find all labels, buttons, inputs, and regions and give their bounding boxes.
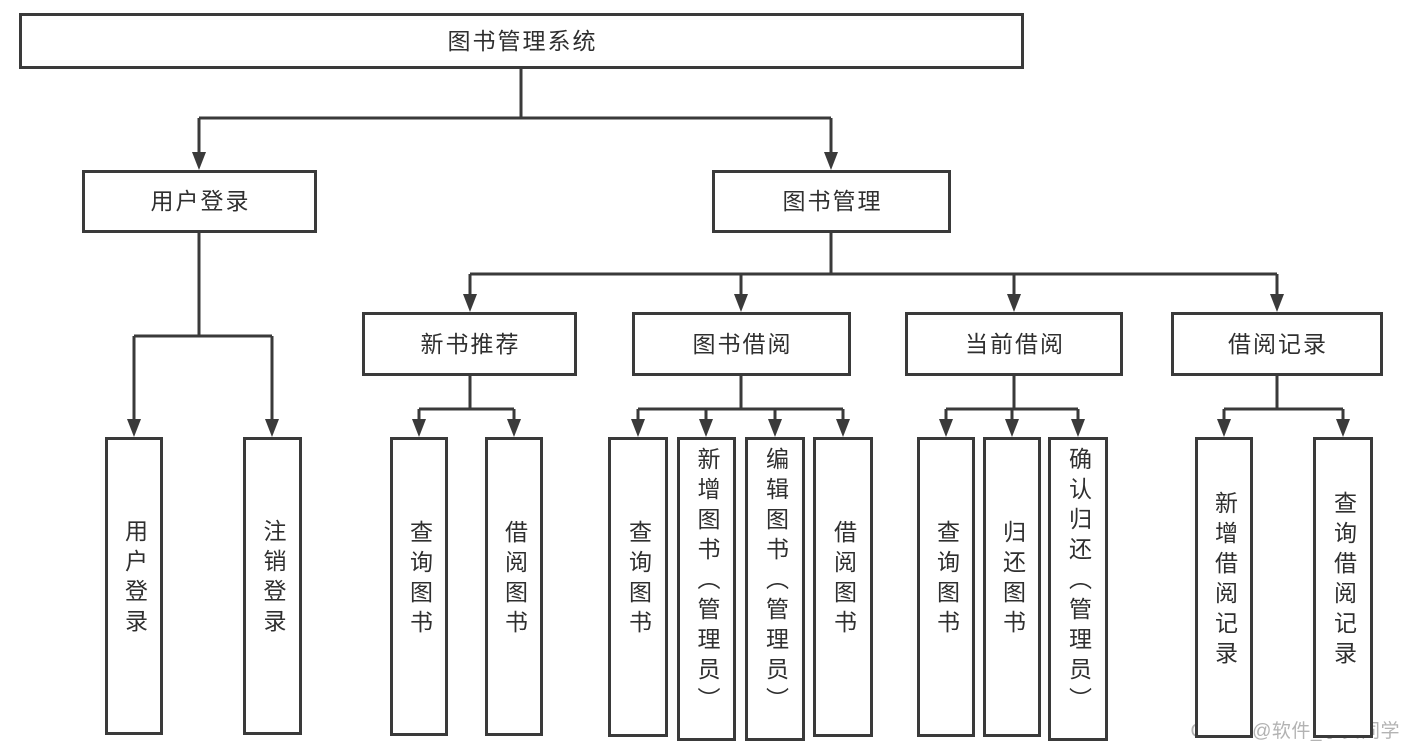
node-cb-confirm-return: 确认归还（管理员） xyxy=(1048,437,1108,741)
edge-arrowhead xyxy=(824,152,838,170)
node-label-rec-borrow-book: 借阅图书 xyxy=(501,519,528,640)
edge-arrowhead xyxy=(699,419,713,437)
node-cb-return-book: 归还图书 xyxy=(983,437,1041,737)
node-bb-edit-book: 编辑图书（管理员） xyxy=(745,437,805,741)
edge-arrowhead xyxy=(734,294,748,312)
node-root: 图书管理系统 xyxy=(19,13,1024,69)
edge-arrowhead xyxy=(836,419,850,437)
node-current-borrow: 当前借阅 xyxy=(905,312,1123,376)
edge-arrowhead xyxy=(265,419,279,437)
node-label-user-login-module: 用户登录 xyxy=(150,188,251,214)
node-label-new-book-rec: 新书推荐 xyxy=(420,330,521,357)
edge-arrowhead xyxy=(127,419,141,437)
node-label-cb-query-book: 查询图书 xyxy=(933,520,960,640)
edge-arrowhead xyxy=(1336,419,1350,437)
node-label-book-borrow: 图书借阅 xyxy=(692,330,793,357)
edge-arrowhead xyxy=(412,419,426,437)
node-label-br-add-record: 新增借阅记录 xyxy=(1211,490,1238,671)
node-label-cb-return-book: 归还图书 xyxy=(999,520,1026,640)
edge-arrowhead xyxy=(1270,294,1284,312)
node-borrow-records: 借阅记录 xyxy=(1171,312,1383,376)
node-book-mgmt-module: 图书管理 xyxy=(712,170,951,233)
node-label-user-login: 用户登录 xyxy=(121,519,148,639)
node-rec-borrow-book: 借阅图书 xyxy=(485,437,543,736)
edge-arrowhead xyxy=(1217,419,1231,437)
node-label-current-borrow: 当前借阅 xyxy=(965,330,1065,357)
edge-arrowhead xyxy=(1005,419,1019,437)
node-label-user-logout: 注销登录 xyxy=(260,519,286,639)
node-br-add-record: 新增借阅记录 xyxy=(1195,437,1253,738)
node-label-bb-add-book: 新增图书（管理员） xyxy=(694,447,720,717)
node-label-rec-query-book: 查询图书 xyxy=(406,519,433,640)
node-label-bb-query-book: 查询图书 xyxy=(625,520,652,640)
node-label-borrow-records: 借阅记录 xyxy=(1228,330,1328,357)
node-new-book-rec: 新书推荐 xyxy=(362,312,577,376)
edge-arrowhead xyxy=(1007,294,1021,312)
node-br-query-record: 查询借阅记录 xyxy=(1313,437,1373,738)
node-bb-query-book: 查询图书 xyxy=(608,437,668,737)
node-label-bb-edit-book: 编辑图书（管理员） xyxy=(762,447,789,717)
edge-arrowhead xyxy=(1071,419,1085,437)
node-book-borrow: 图书借阅 xyxy=(632,312,851,376)
node-rec-query-book: 查询图书 xyxy=(390,437,448,736)
edge-arrowhead xyxy=(939,419,953,437)
edge-arrowhead xyxy=(192,152,206,170)
node-cb-query-book: 查询图书 xyxy=(917,437,975,737)
edge-arrowhead xyxy=(631,419,645,437)
node-user-login-module: 用户登录 xyxy=(82,170,317,233)
node-label-book-mgmt-module: 图书管理 xyxy=(782,188,883,214)
node-bb-borrow-book: 借阅图书 xyxy=(813,437,873,737)
node-label-bb-borrow-book: 借阅图书 xyxy=(830,520,857,640)
node-label-root: 图书管理系统 xyxy=(447,27,598,54)
edge-arrowhead xyxy=(507,419,521,437)
node-user-login: 用户登录 xyxy=(105,437,163,735)
node-label-cb-confirm-return: 确认归还（管理员） xyxy=(1065,447,1092,717)
node-bb-add-book: 新增图书（管理员） xyxy=(677,437,736,741)
edge-arrowhead xyxy=(463,294,477,312)
node-user-logout: 注销登录 xyxy=(243,437,302,735)
node-label-br-query-record: 查询借阅记录 xyxy=(1330,490,1357,671)
edge-arrowhead xyxy=(768,419,782,437)
